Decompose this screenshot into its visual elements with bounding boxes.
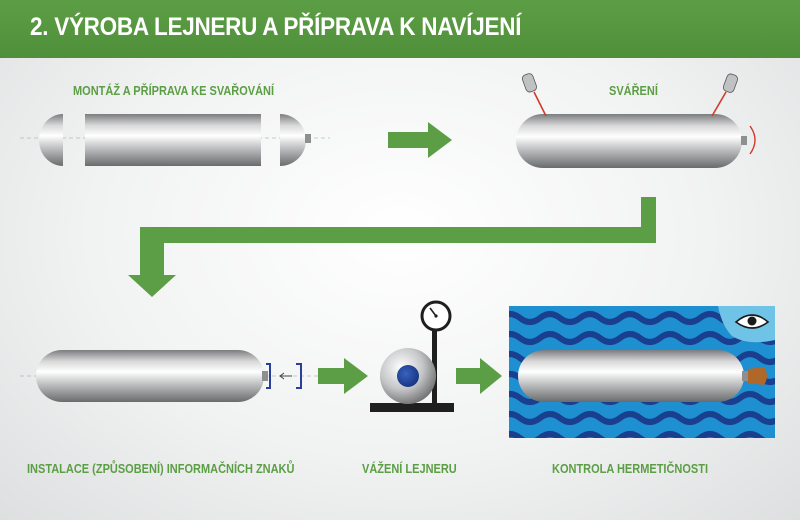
scale-gauge-icon <box>420 300 452 332</box>
liner-parts-assembly <box>39 114 311 166</box>
liner-marking <box>36 350 302 402</box>
welding-torch-icon <box>521 73 547 117</box>
arrow-right-icon <box>388 122 452 158</box>
water-tank <box>509 306 775 438</box>
liner-end-cap-right <box>280 114 306 166</box>
arrow-right-icon <box>318 358 368 394</box>
step-label-welding: SVÁŘENÍ <box>609 84 658 98</box>
liner-opening <box>397 365 419 387</box>
step-label-marking: INSTALACE (ZPŮSOBENÍ) INFORMAČNÍCH ZNAKŮ <box>27 462 295 476</box>
liner-submerged <box>518 350 744 402</box>
liner-welded <box>516 114 742 168</box>
bracket-left-icon <box>266 363 271 389</box>
arrow-right-icon <box>456 358 502 394</box>
step-label-leak-test: KONTROLA HERMETIČNOSTI <box>552 462 709 476</box>
liner-end-cap-left <box>39 114 63 166</box>
eye-icon <box>734 314 770 329</box>
weighing-scale <box>370 300 454 412</box>
scale-platform <box>370 403 454 412</box>
liner-valve-stub <box>262 371 268 381</box>
arrow-down-icon <box>128 197 656 297</box>
test-plug <box>748 367 767 385</box>
liner-body-tube <box>85 114 261 166</box>
weld-seam-mark <box>749 125 756 155</box>
header-banner: 2. VÝROBA LEJNERU A PŘÍPRAVA K NAVÍJENÍ <box>0 0 800 58</box>
welding-torch-icon <box>711 73 738 117</box>
liner-valve-stub <box>741 136 747 145</box>
bracket-right-icon <box>296 363 302 389</box>
liner-valve-stub <box>305 134 311 143</box>
liner-complete <box>36 350 264 402</box>
step-label-assembly: MONTÁŽ A PŘÍPRAVA KE SVAŘOVÁNÍ <box>73 84 275 98</box>
liner-welding <box>516 73 756 168</box>
liner-valve-stub <box>742 371 748 381</box>
page-title: 2. VÝROBA LEJNERU A PŘÍPRAVA K NAVÍJENÍ <box>30 13 522 41</box>
step-label-weighing: VÁŽENÍ LEJNERU <box>362 462 457 476</box>
